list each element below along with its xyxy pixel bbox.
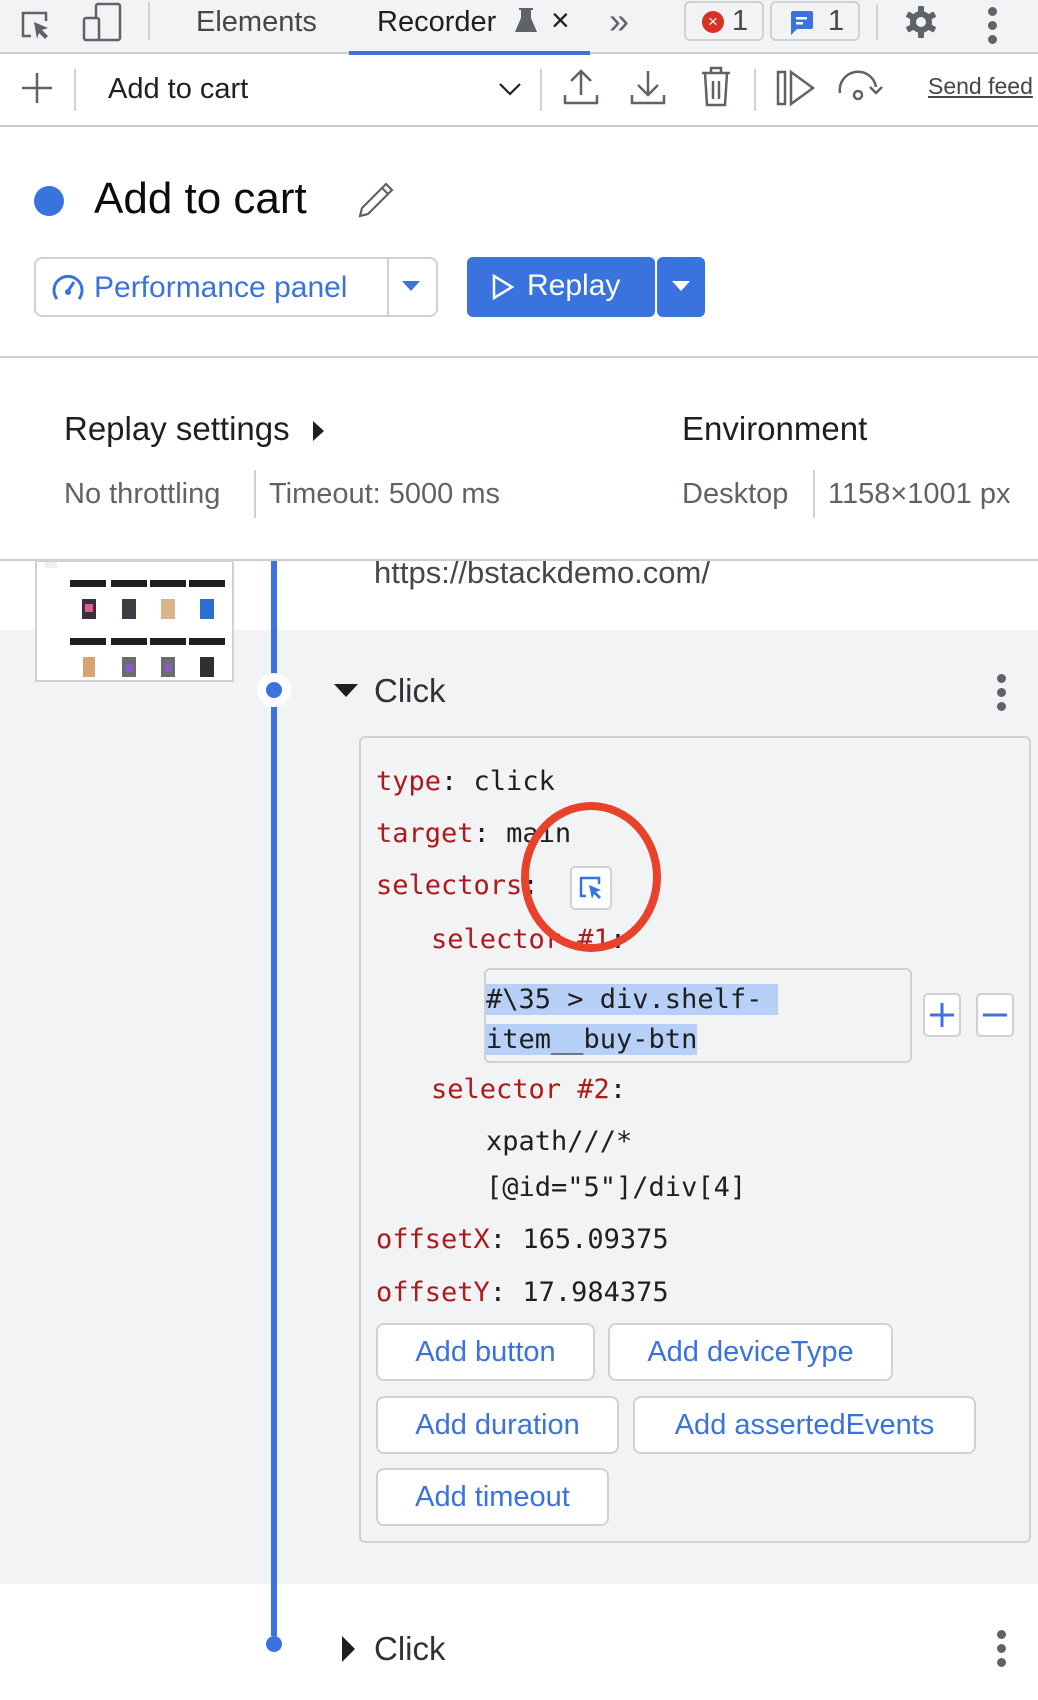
divider [0,356,1038,358]
errors-badge[interactable]: × 1 [684,1,764,41]
selector-1-label: selector #1: [431,924,627,955]
device-toolbar-icon[interactable] [82,2,122,42]
plus-icon [930,1003,954,1027]
divider [0,559,1038,561]
recorder-toolbar: Add to cart Send feed [0,55,1038,127]
add-assertedevents-button[interactable]: Add assertedEvents [633,1396,976,1454]
step-replay-icon[interactable] [775,69,817,112]
remove-selector-button[interactable] [976,993,1014,1037]
field-offsetx[interactable]: offsetX: 165.09375 [376,1224,669,1255]
add-timeout-button[interactable]: Add timeout [376,1468,609,1526]
new-recording-plus-icon[interactable] [20,71,54,110]
page-screenshot-thumbnail[interactable] [35,560,234,682]
add-button-button[interactable]: Add button [376,1323,595,1381]
step-header-click-collapsed[interactable]: Click [334,1628,1014,1672]
send-feedback-link[interactable]: Send feed [928,73,1033,99]
step-title: Click [374,672,446,709]
field-selectors: selectors: [376,870,539,901]
recording-status-dot [34,186,64,216]
inspect-element-icon[interactable] [18,8,54,44]
replay-settings-toggle[interactable]: Replay settings [64,410,324,448]
messages-badge[interactable]: 1 [770,1,860,41]
devtools-tab-bar: Elements Recorder × » × 1 1 [0,0,1038,55]
experiment-flask-icon [515,6,537,39]
message-count: 1 [828,5,845,37]
select-element-icon [579,876,601,899]
field-offsety[interactable]: offsetY: 17.984375 [376,1277,669,1308]
more-tabs-icon[interactable]: » [609,0,630,41]
selector-1-text-line2: item__buy-btn [486,1024,698,1055]
active-tab-indicator [349,51,590,55]
step-menu-icon[interactable] [997,674,1007,716]
performance-panel-button[interactable]: Performance panel [34,257,438,317]
select-element-picker-button[interactable] [570,866,612,910]
timeline-line [271,561,277,1644]
add-devicetype-button[interactable]: Add deviceType [608,1323,893,1381]
step-node [266,682,282,698]
device-value: Desktop [682,478,789,510]
step-menu-icon[interactable] [997,1630,1007,1672]
edit-title-pencil-icon[interactable] [356,180,396,225]
replay-label: Replay [527,269,621,302]
play-icon [491,273,515,306]
throttling-value: No throttling [64,478,221,510]
export-upload-icon[interactable] [562,67,600,112]
recording-title: Add to cart [94,174,307,223]
chevron-down-icon[interactable] [498,81,522,102]
recording-select-value: Add to cart [108,73,249,105]
step-node [266,1636,282,1652]
field-type[interactable]: type: click [376,766,555,797]
selector-2-label: selector #2: [431,1074,627,1105]
import-download-icon[interactable] [629,67,667,112]
replay-button[interactable]: Replay [467,257,655,317]
settings-gear-icon[interactable] [903,4,939,45]
step-header-click[interactable]: Click [334,670,1014,714]
performance-panel-label: Performance panel [94,271,348,304]
selector-2-value-line1[interactable]: xpath///* [486,1126,633,1157]
more-options-icon[interactable] [988,7,998,49]
viewport-value: 1158×1001 px [828,478,1011,510]
add-selector-button[interactable] [923,993,961,1037]
navigate-step-url: https://bstackdemo.com/ [374,555,710,590]
recording-select[interactable]: Add to cart [108,73,528,106]
performance-gauge-icon [52,273,84,308]
add-duration-button[interactable]: Add duration [376,1396,619,1454]
selector-1-input[interactable]: #\35 > div.shelf- item__buy-btn [484,968,912,1063]
expand-arrow-icon [312,421,324,442]
minus-icon [983,1013,1007,1017]
close-tab-icon[interactable]: × [551,2,570,38]
delete-trash-icon[interactable] [700,65,732,114]
environment-title: Environment [682,410,868,447]
tab-elements[interactable]: Elements [196,6,317,38]
selector-2-value-line2[interactable]: [@id="5"]/div[4] [486,1172,747,1203]
error-icon: × [702,11,724,33]
replay-slow-icon[interactable] [836,69,886,110]
replay-options-dropdown[interactable] [657,257,705,317]
replay-dropdown-caret-icon [672,281,690,291]
error-count: 1 [732,5,749,37]
timeout-value: Timeout: 5000 ms [269,478,501,510]
tab-recorder[interactable]: Recorder [377,6,497,38]
message-icon [788,9,814,46]
field-target[interactable]: target: main [376,818,572,849]
replay-settings-title: Replay settings [64,410,290,447]
expand-triangle-icon [342,1636,355,1662]
step-title: Click [374,1630,446,1667]
collapse-triangle-icon [334,684,358,697]
selector-1-text-line1: #\35 > div.shelf- [486,984,779,1015]
performance-dropdown-caret-icon[interactable] [402,281,420,291]
